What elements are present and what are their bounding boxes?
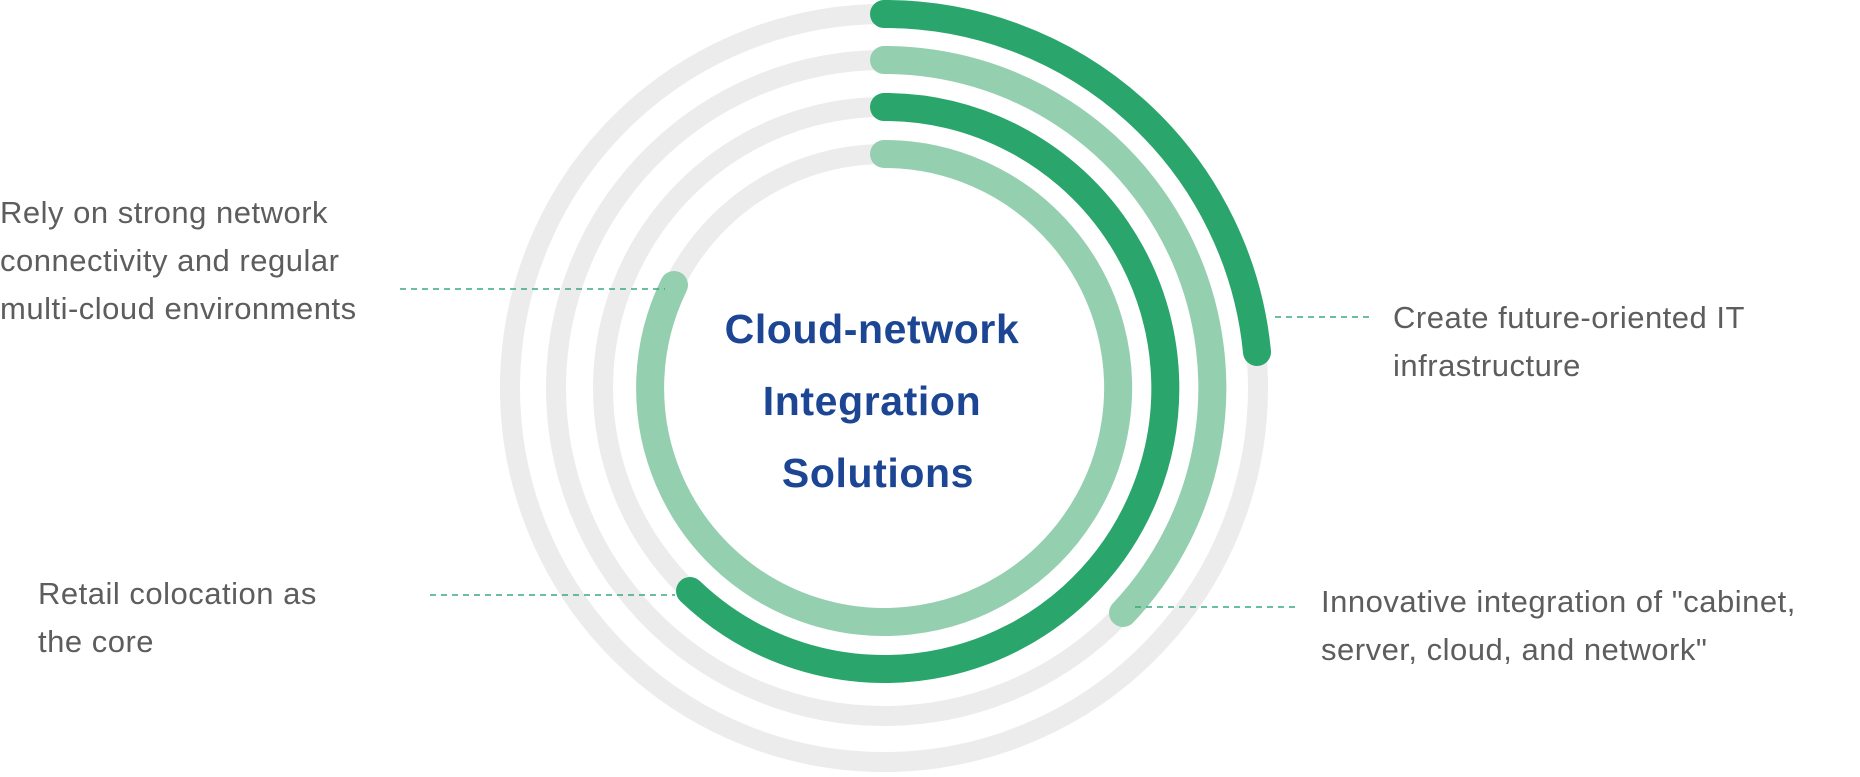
center-title-line: Solutions	[782, 450, 974, 496]
label-line: Create future-oriented IT	[1393, 300, 1745, 335]
label-multi-cloud: Rely on strong network connectivity and …	[0, 195, 357, 326]
center-title: Cloud-network Integration Solutions	[725, 306, 1032, 496]
label-line: Innovative integration of "cabinet,	[1321, 584, 1796, 619]
center-title-line: Cloud-network	[725, 306, 1020, 352]
label-line: server, cloud, and network"	[1321, 632, 1707, 667]
label-line: Retail colocation as	[38, 576, 317, 611]
arc-ring-outer-2	[870, 46, 1227, 627]
label-future-it: Create future-oriented IT infrastructure	[1393, 300, 1754, 383]
leader-lines	[400, 288, 1372, 608]
label-line: connectivity and regular	[0, 243, 339, 278]
label-retail-colocation: Retail colocation as the core	[38, 576, 326, 659]
arc-ring-outer-1	[870, 0, 1271, 366]
arc-ring-outer-3	[676, 93, 1180, 683]
ring-arcs	[636, 0, 1271, 683]
label-line: infrastructure	[1393, 348, 1581, 383]
label-line: the core	[38, 624, 154, 659]
arc-ring-inner	[636, 140, 1133, 636]
label-line: Rely on strong network	[0, 195, 328, 230]
label-line: multi-cloud environments	[0, 291, 357, 326]
label-innovative-integration: Innovative integration of "cabinet, serv…	[1321, 584, 1805, 667]
center-title-line: Integration	[763, 378, 981, 424]
